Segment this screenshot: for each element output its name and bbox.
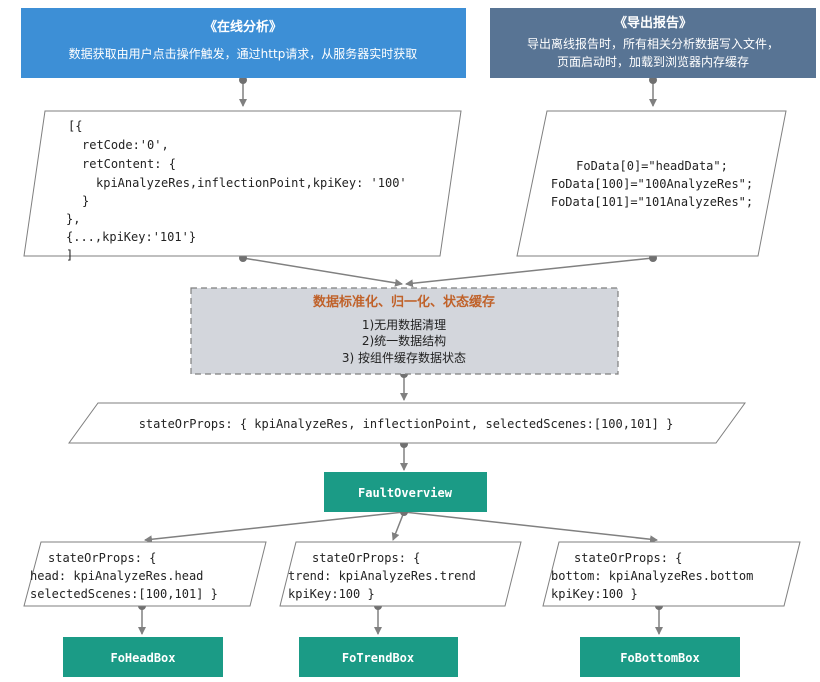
export-report-line-1: 导出离线报告时，所有相关分析数据写入文件，: [527, 36, 779, 51]
online-analysis-node[interactable]: 《在线分析》 数据获取由用户点击操作触发，通过http请求，从服务器实时获取: [21, 8, 466, 78]
fo-trend-box-label: FoTrendBox: [342, 651, 414, 665]
trend-props-line-3: kpiKey:100 }: [288, 587, 375, 601]
online-data-line: retContent: {: [82, 157, 176, 171]
bottom-props-line-3: kpiKey:100 }: [551, 587, 638, 601]
head-props-line-2: head: kpiAnalyzeRes.head: [30, 569, 203, 583]
online-data-line: },: [66, 212, 80, 226]
trend-props-node[interactable]: stateOrProps: { trend: kpiAnalyzeRes.tre…: [279, 541, 522, 607]
normalization-process-node[interactable]: 数据标准化、归一化、状态缓存 1)无用数据清理 2)统一数据结构 3) 按组件缓…: [190, 287, 619, 375]
state-or-props-text: stateOrProps: { kpiAnalyzeRes, inflectio…: [139, 417, 674, 431]
fo-bottom-box-label: FoBottomBox: [620, 651, 699, 665]
online-data-shape: [23, 110, 462, 257]
export-data-line: FoData[0]="headData";: [576, 159, 728, 173]
head-props-line-3: selectedScenes:[100,101] }: [30, 587, 218, 601]
online-data-line: [{: [68, 119, 82, 133]
normalization-process-box: [190, 287, 619, 375]
bottom-props-line-1: stateOrProps: {: [574, 551, 682, 565]
fo-trend-box-node[interactable]: FoTrendBox: [299, 637, 458, 677]
export-report-title: 《导出报告》: [614, 15, 692, 31]
online-analysis-title: 《在线分析》: [204, 19, 282, 35]
export-data-node[interactable]: FoData[0]="headData"; FoData[100]="100An…: [516, 110, 787, 257]
fo-head-box-label: FoHeadBox: [110, 651, 175, 665]
connector-export-data-to-process: [405, 257, 654, 288]
connector-fault-to-head-props: [144, 511, 405, 544]
normalization-step-1: 1)无用数据清理: [362, 317, 446, 332]
connector-online-data-to-process: [242, 257, 403, 287]
online-data-line: ]: [66, 248, 73, 262]
online-data-node[interactable]: [{ retCode:'0', retContent: { kpiAnalyze…: [23, 110, 462, 262]
trend-props-shape: [279, 541, 522, 607]
export-data-line: FoData[101]="101AnalyzeRes";: [551, 195, 753, 209]
normalization-step-3: 3) 按组件缓存数据状态: [342, 350, 466, 365]
head-props-line-1: stateOrProps: {: [48, 551, 156, 565]
online-analysis-box: [21, 8, 466, 78]
online-data-line: retCode:'0',: [82, 138, 169, 152]
head-props-shape: [23, 541, 267, 607]
export-report-line-2: 页面启动时，加载到浏览器内存缓存: [557, 54, 749, 69]
online-data-line: kpiAnalyzeRes,inflectionPoint,kpiKey: '1…: [96, 176, 407, 190]
bottom-props-shape: [542, 541, 801, 607]
normalization-step-2: 2)统一数据结构: [362, 333, 446, 348]
bottom-props-node[interactable]: stateOrProps: { bottom: kpiAnalyzeRes.bo…: [542, 541, 801, 607]
bottom-props-line-2: bottom: kpiAnalyzeRes.bottom: [551, 569, 753, 583]
trend-props-line-1: stateOrProps: {: [312, 551, 420, 565]
trend-props-line-2: trend: kpiAnalyzeRes.trend: [288, 569, 476, 583]
connector-fault-to-bottom-props: [403, 511, 658, 544]
fault-overview-box: [324, 472, 487, 512]
fo-trend-box: [299, 637, 458, 677]
fo-bottom-box: [580, 637, 740, 677]
state-or-props-node[interactable]: stateOrProps: { kpiAnalyzeRes, inflectio…: [68, 402, 746, 444]
fault-overview-label: FaultOverview: [358, 486, 453, 500]
export-report-box: [490, 8, 816, 78]
fo-bottom-box-node[interactable]: FoBottomBox: [580, 637, 740, 677]
export-data-shape: [516, 110, 787, 257]
state-or-props-shape: [68, 402, 746, 444]
online-analysis-description: 数据获取由用户点击操作触发，通过http请求，从服务器实时获取: [69, 46, 418, 61]
online-data-line: }: [82, 194, 89, 208]
head-props-node[interactable]: stateOrProps: { head: kpiAnalyzeRes.head…: [23, 541, 267, 607]
normalization-process-title: 数据标准化、归一化、状态缓存: [313, 294, 495, 310]
export-data-line: FoData[100]="100AnalyzeRes";: [551, 177, 753, 191]
fo-head-box-node[interactable]: FoHeadBox: [63, 637, 223, 677]
fault-overview-node[interactable]: FaultOverview: [324, 472, 487, 512]
connector-fault-to-trend-props: [391, 511, 405, 541]
online-data-line: {...,kpiKey:'101'}: [66, 230, 196, 244]
export-report-node[interactable]: 《导出报告》 导出离线报告时，所有相关分析数据写入文件， 页面启动时，加载到浏览…: [490, 8, 816, 78]
fo-head-box: [63, 637, 223, 677]
